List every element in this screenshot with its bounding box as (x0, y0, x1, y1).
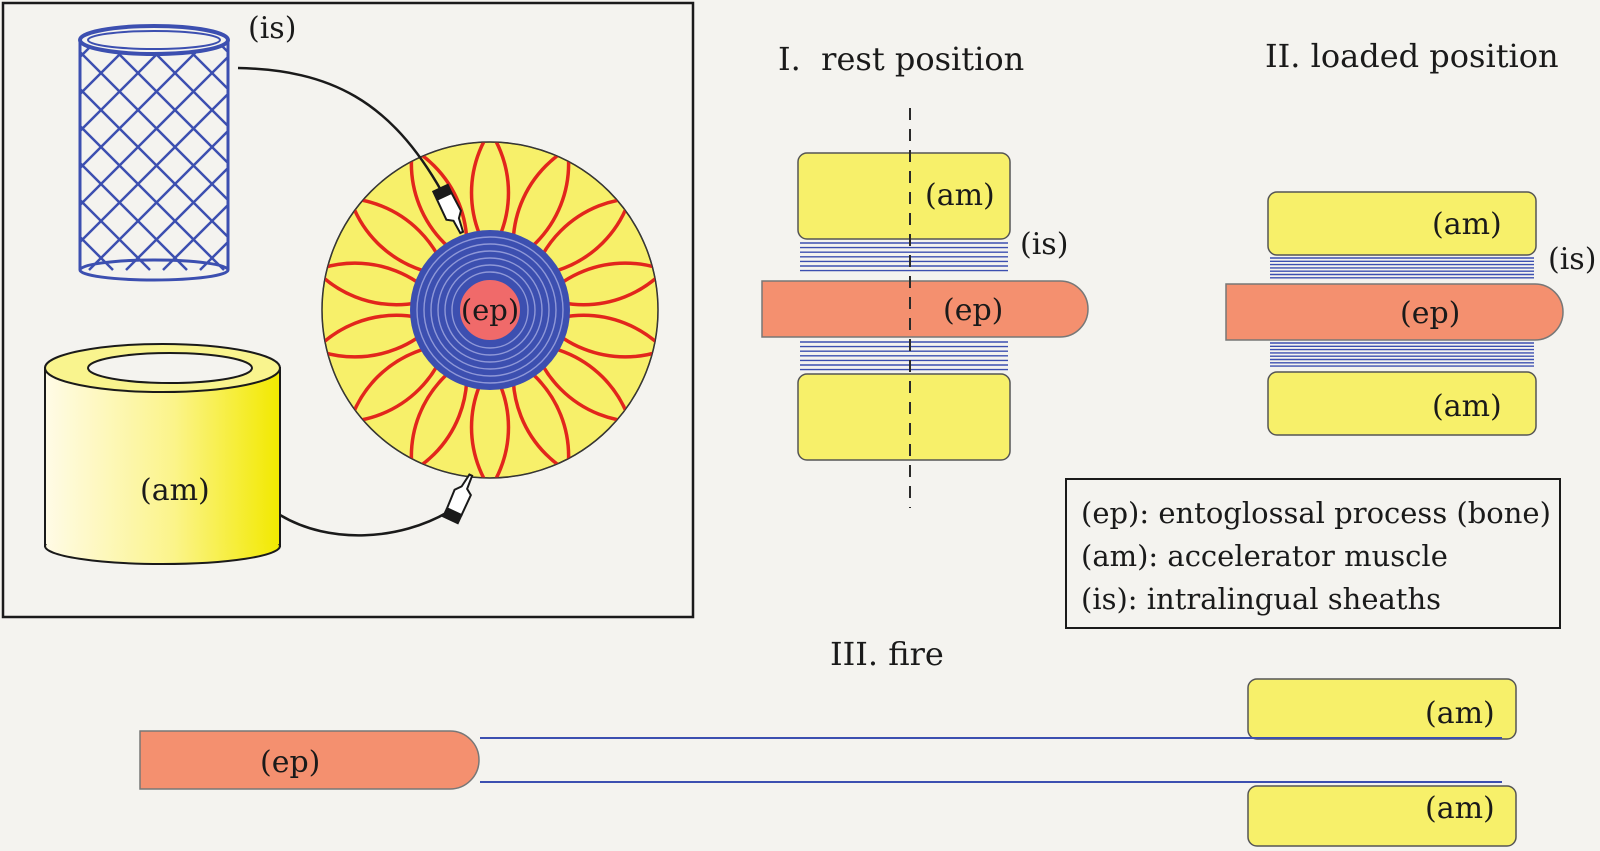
rest-sheath-lines (800, 242, 1008, 371)
fire-am-bottom-label: (am) (1425, 791, 1495, 826)
fire-panel: III. fire (ep) (am) (am) (139, 635, 1517, 847)
loaded-position-panel: II. loaded position (am) (am) (is) (ep) (1225, 37, 1596, 436)
inset-panel: (is) (am) (ep) (1, 1, 695, 619)
loaded-sheath-lines (1270, 257, 1534, 367)
pointing-hand-icon (441, 473, 474, 525)
loaded-is-label: (is) (1548, 242, 1596, 277)
inset-ep-label: (ep) (461, 293, 519, 327)
loaded-title: II. loaded position (1265, 37, 1559, 75)
muscle-cylinder (44, 343, 281, 565)
fire-title: III. fire (830, 635, 944, 673)
rest-ep-bone (761, 280, 1089, 338)
inset-am-label: (am) (140, 473, 210, 508)
legend: (ep): entoglossal process (bone) (am): a… (1065, 478, 1561, 629)
legend-is: (is): intralingual sheaths (1081, 582, 1442, 616)
legend-am: (am): accelerator muscle (1081, 539, 1448, 573)
fire-ep-bone (139, 730, 480, 790)
rest-am-label: (am) (925, 178, 995, 213)
loaded-am-bottom (1267, 371, 1537, 436)
loaded-ep-label: (ep) (1400, 296, 1460, 331)
rest-ep-label: (ep) (943, 293, 1003, 328)
legend-ep: (ep): entoglossal process (bone) (1081, 496, 1551, 530)
loaded-am-bottom-label: (am) (1432, 389, 1502, 424)
fire-ep-label: (ep) (260, 745, 320, 780)
rest-title: I. rest position (778, 40, 1024, 78)
rest-am-bottom (797, 373, 1011, 461)
is-connector-line (237, 66, 444, 193)
fire-am-bottom (1247, 785, 1517, 847)
fire-am-top-label: (am) (1425, 696, 1495, 731)
am-connector-line (279, 510, 449, 537)
rest-position-panel: I. rest position (am) (is) (ep) (761, 40, 1089, 508)
loaded-am-top (1267, 191, 1537, 256)
rest-am-top (797, 152, 1011, 240)
sheath-mesh-cylinder (78, 24, 230, 282)
loaded-am-top-label: (am) (1432, 207, 1502, 242)
rest-is-label: (is) (1020, 227, 1068, 262)
pointing-hand-icon (431, 183, 465, 235)
inset-is-label: (is) (248, 11, 296, 46)
cross-section-disc (321, 141, 659, 479)
inner-ep-core (458, 278, 522, 342)
loaded-ep-bone (1225, 283, 1564, 341)
